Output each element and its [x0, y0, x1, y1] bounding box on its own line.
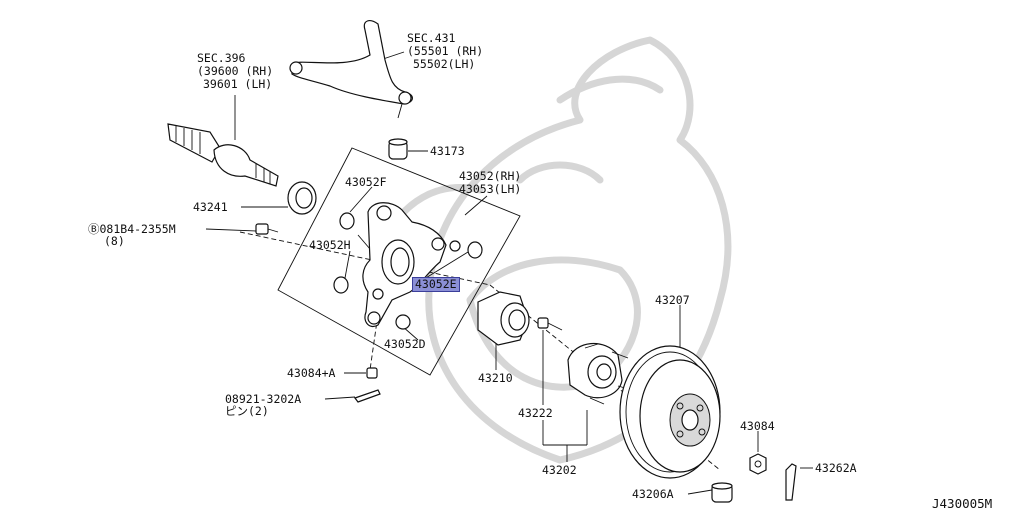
label-43206a[interactable]: 43206A [632, 487, 674, 501]
label-43052e-highlighted[interactable]: 43052E [412, 277, 460, 292]
seal-43241 [287, 181, 317, 215]
label-43173[interactable]: 43173 [430, 144, 465, 158]
nut-43084a [366, 367, 378, 379]
knuckle-group-box [277, 147, 521, 376]
label-39601-lh: 39601 (LH) [203, 77, 273, 91]
bushing-43173 [388, 138, 408, 160]
label-55501-rh: (55501 (RH) [407, 44, 484, 58]
label-43202[interactable]: 43202 [542, 463, 577, 477]
label-43052d[interactable]: 43052D [384, 337, 426, 351]
label-43053-lh[interactable]: 43053(LH) [459, 182, 522, 196]
label-pin-qty: ピン(2) [225, 404, 269, 418]
diagram-code: J430005M [932, 496, 993, 511]
label-sec396[interactable]: SEC.396 [197, 51, 246, 65]
label-08921-3202a[interactable]: 08921-3202A [225, 392, 302, 406]
label-43052f[interactable]: 43052F [345, 175, 387, 189]
label-43241[interactable]: 43241 [193, 200, 228, 214]
label-43222[interactable]: 43222 [518, 406, 553, 420]
drive-shaft [167, 123, 279, 187]
upper-link-arm [289, 20, 413, 119]
label-43207[interactable]: 43207 [655, 293, 690, 307]
hub-bearing-43210 [477, 291, 530, 346]
label-bolt-081b4[interactable]: Ⓑ081B4-2355M [88, 222, 176, 236]
label-43052-rh[interactable]: 43052(RH) [459, 169, 522, 183]
steering-knuckle [362, 202, 447, 328]
label-55502-lh: 55502(LH) [413, 57, 476, 71]
pin-43262a [785, 463, 797, 501]
cotter-pin [354, 389, 381, 403]
label-43262a[interactable]: 43262A [815, 461, 857, 475]
leader-lines [205, 51, 813, 495]
wheel-bolt-43222 [537, 317, 563, 331]
label-39600-rh: (39600 (RH) [197, 64, 274, 78]
nut-43084 [749, 453, 767, 475]
label-43052h[interactable]: 43052H [309, 238, 351, 252]
label-43084a[interactable]: 43084+A [287, 366, 336, 380]
knuckle-bushings [333, 212, 483, 330]
cap-43206a [711, 482, 733, 503]
bolt-081b4 [255, 223, 279, 235]
label-43210[interactable]: 43210 [478, 371, 513, 385]
label-43084[interactable]: 43084 [740, 419, 775, 433]
brake-disc-43207 [619, 345, 721, 479]
label-bolt-qty: (8) [104, 234, 125, 248]
label-sec431[interactable]: SEC.431 [407, 31, 456, 45]
